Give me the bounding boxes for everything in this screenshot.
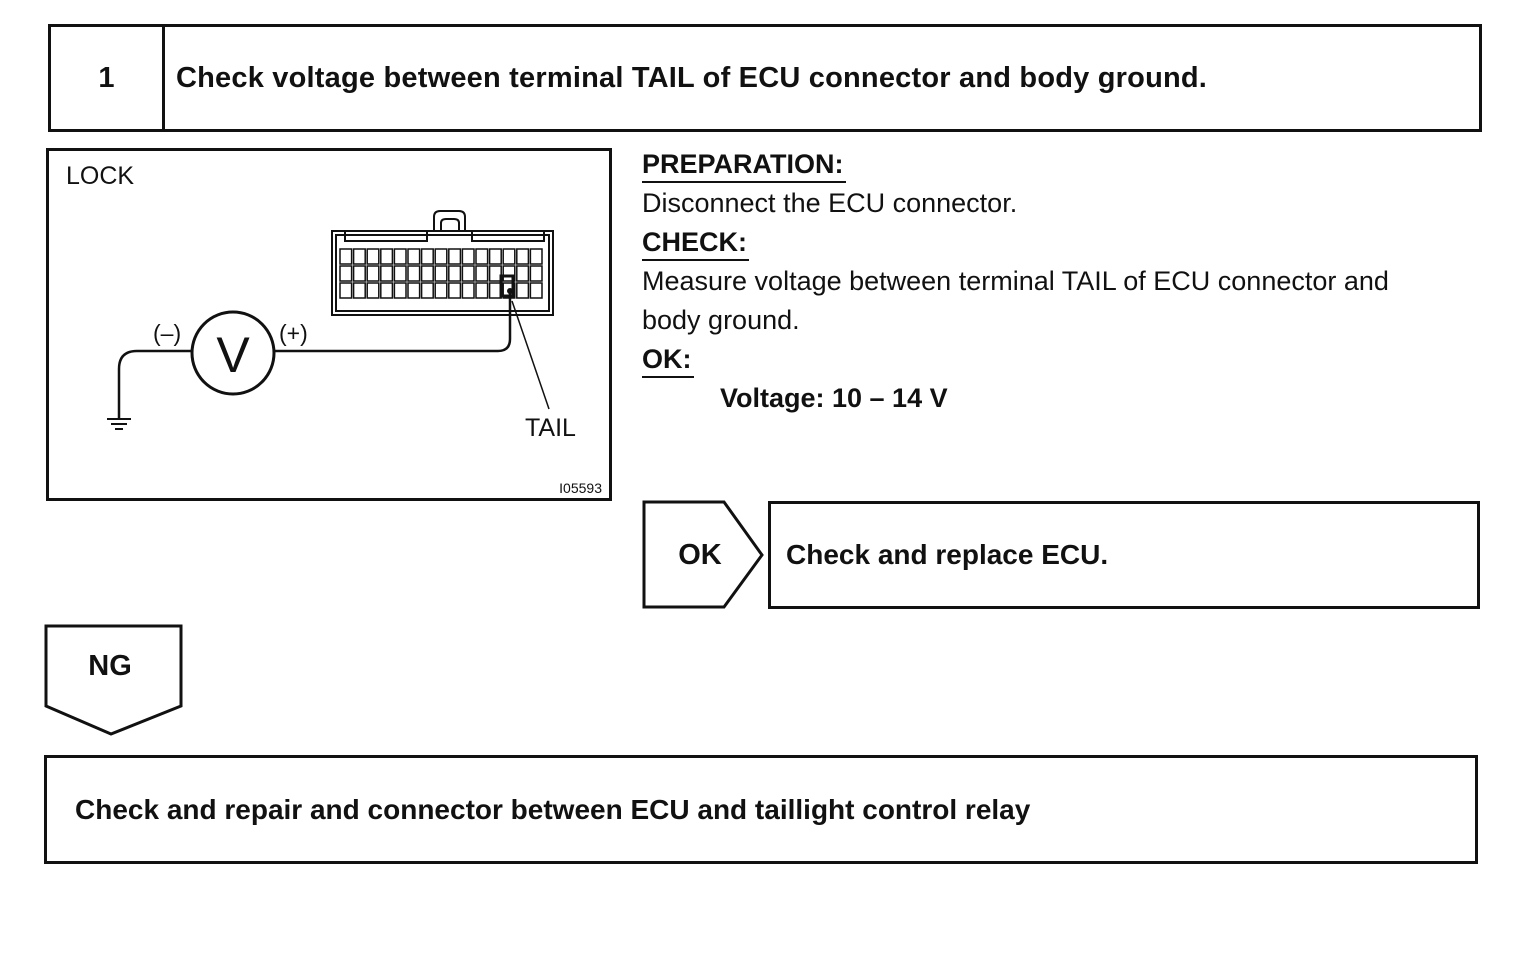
check-text-line2: body ground. [642,305,800,335]
ok-action-box: Check and replace ECU. [768,501,1480,609]
connector-pin [488,265,502,282]
wiring-diagram: LOCK V (–) (+) TAIL I05593 [46,148,612,501]
connector-pin [488,282,502,299]
step-title: Check voltage between terminal TAIL of E… [176,61,1208,94]
connector-pin [488,248,502,265]
connector-pin [475,282,489,299]
connector-pin [461,248,475,265]
connector-pin [407,248,421,265]
preparation-text: Disconnect the ECU connector. [642,188,1018,218]
connector-pin [448,248,462,265]
connector-pin [352,265,366,282]
ok-arrow-icon [642,500,764,609]
connector-pin [380,248,394,265]
ng-arrow-icon [44,624,183,736]
connector-pin [529,265,543,282]
ng-branch-label: NG [88,649,132,682]
connector-pin [529,248,543,265]
ecu-connector [331,210,554,316]
connector-pin [366,265,380,282]
connector-pin [352,248,366,265]
negative-label: (–) [153,320,181,346]
connector-pin [475,265,489,282]
connector-pin [407,282,421,299]
ok-spec-value: Voltage: 10 – 14 V [720,383,948,413]
connector-pin [420,282,434,299]
connector-pin [339,248,353,265]
connector-pin [475,248,489,265]
connector-pin [339,282,353,299]
connector-pin [393,265,407,282]
voltmeter-icon [190,310,276,396]
figure-code: I05593 [559,480,602,496]
connector-pin [380,282,394,299]
connector-pin [516,265,530,282]
positive-label: (+) [279,320,308,346]
tail-terminal [499,274,515,298]
ok-branch-label: OK [678,538,722,571]
check-heading: CHECK: [642,226,749,261]
connector-pin [461,282,475,299]
connector-pin [448,282,462,299]
step-number: 1 [51,27,165,129]
connector-pin [352,282,366,299]
connector-pins [339,248,543,299]
check-text-line1: Measure voltage between terminal TAIL of… [642,266,1389,296]
connector-pin [502,265,516,282]
connector-pin [366,282,380,299]
tail-leader-line [511,300,550,410]
connector-pin [461,265,475,282]
connector-pin [420,248,434,265]
connector-pin [393,248,407,265]
procedure-text: PREPARATION: Disconnect the ECU connecto… [642,145,1502,418]
ok-heading: OK: [642,343,694,378]
positive-lead [274,291,512,353]
connector-pin [407,265,421,282]
connector-pin [393,282,407,299]
connector-pin [339,265,353,282]
preparation-heading: PREPARATION: [642,148,846,183]
connector-pin [516,282,530,299]
ng-action-text: Check and repair and connector between E… [75,793,1031,825]
voltmeter-symbol: V [216,327,250,383]
connector-pin [516,248,530,265]
ground-icon [107,418,131,430]
lock-label: LOCK [66,162,134,190]
step-header: 1 Check voltage between terminal TAIL of… [48,24,1482,132]
ok-action-text: Check and replace ECU. [786,539,1109,570]
connector-pin [502,248,516,265]
connector-pin [366,248,380,265]
connector-pin [420,265,434,282]
connector-pin [434,265,448,282]
negative-lead [117,349,192,419]
connector-pin [380,265,394,282]
connector-pin [448,265,462,282]
connector-pin [434,282,448,299]
connector-pin [434,248,448,265]
connector-diagram: LOCK V (–) (+) TAIL I05593 [66,162,602,496]
tail-label: TAIL [525,414,576,442]
connector-pin [529,282,543,299]
ng-action-box: Check and repair and connector between E… [44,755,1478,864]
